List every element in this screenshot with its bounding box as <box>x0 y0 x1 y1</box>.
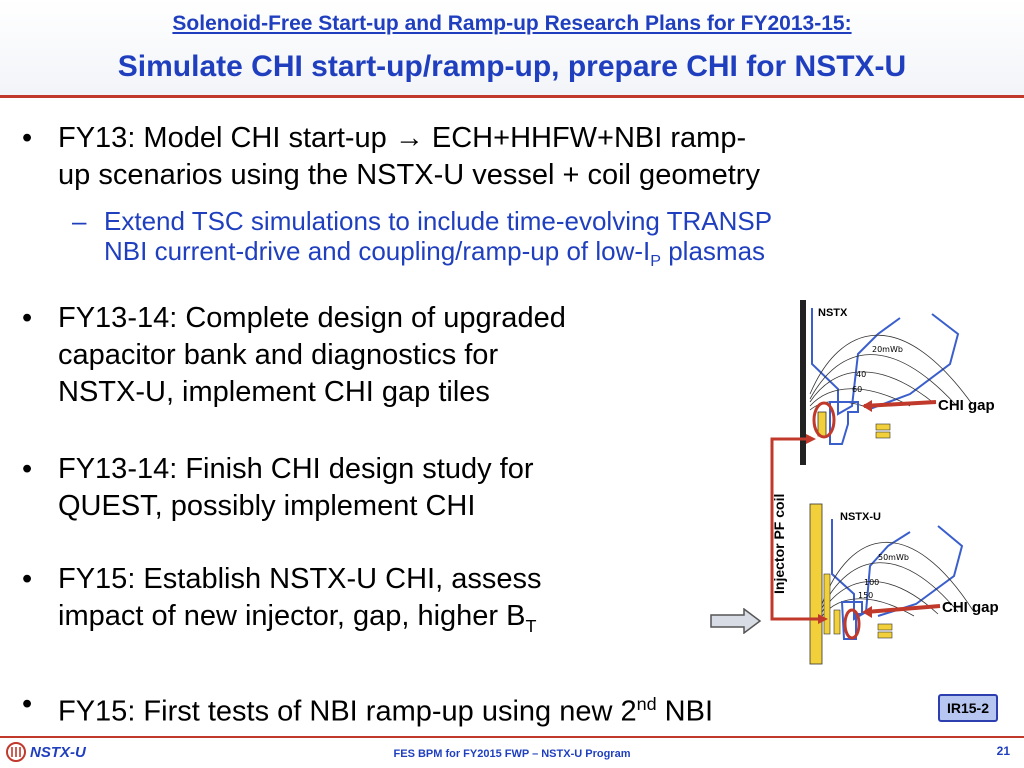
bullet-dot: • <box>22 122 33 154</box>
superscript: nd <box>636 694 657 714</box>
pointer-arrow <box>865 604 941 614</box>
header-divider <box>0 95 1024 98</box>
bullet-text: NBI <box>656 695 714 728</box>
coil <box>833 609 841 635</box>
diagram-label-nstx: NSTX <box>818 307 848 319</box>
subscript: P <box>650 252 661 271</box>
contour-label: 50mWb <box>878 553 909 562</box>
footer-divider <box>0 736 1024 738</box>
bullet-text: up scenarios using the NSTX-U vessel + c… <box>58 159 760 191</box>
bullet-text: FY13-14: Complete design of upgraded <box>58 302 566 334</box>
chi-gap-label: CHI gap <box>942 599 999 616</box>
vessel-outline <box>831 519 911 621</box>
bullet-text: ECH+HHFW+NBI ramp- <box>423 122 747 154</box>
contour-label: 20mWb <box>872 345 903 354</box>
diagram-label-nstxu: NSTX-U <box>840 511 881 523</box>
coil <box>817 411 827 437</box>
pointer-arrowhead <box>806 434 816 444</box>
right-arrow-icon <box>710 608 762 634</box>
slide-title: Simulate CHI start-up/ramp-up, prepare C… <box>117 50 907 83</box>
bullet-text: impact of new injector, gap, higher B <box>58 600 526 632</box>
sub-bullet-text: Extend TSC simulations to include time-e… <box>104 206 773 236</box>
vessel-outline <box>811 308 901 416</box>
pointer-arrowhead <box>818 614 828 624</box>
bullet-dot: • <box>22 453 33 485</box>
coil <box>877 631 893 639</box>
bullet-text: capacitor bank and diagnostics for <box>58 339 499 371</box>
contour-label: 60 <box>852 385 862 394</box>
pointer-arrowhead <box>862 400 872 412</box>
slide-subtitle: Solenoid-Free Start-up and Ramp-up Resea… <box>172 12 852 35</box>
bullet-dot: • <box>22 302 33 334</box>
bullet-text: FY15: Establish NSTX-U CHI, assess <box>58 563 542 595</box>
page-number: 21 <box>996 744 1010 758</box>
contour-label: 100 <box>864 578 879 587</box>
divertor-outline <box>829 401 859 445</box>
chi-gap-label: CHI gap <box>938 397 995 414</box>
vessel-wall <box>800 300 806 465</box>
center-column <box>809 503 823 665</box>
chi-gap-marker <box>843 608 861 640</box>
flux-contours <box>809 334 973 411</box>
pointer-arrowhead <box>862 606 872 618</box>
svg-text:NSTX-U: NSTX-U <box>30 744 87 761</box>
vessel-outline <box>869 313 960 410</box>
contour-label: 40 <box>856 370 866 379</box>
chi-gap-marker <box>812 401 836 439</box>
pointer-arrow <box>863 400 937 408</box>
coil <box>823 573 831 635</box>
ir-badge: IR15-2 <box>938 694 998 722</box>
chi-geometry-diagram: 20mWb 40 60 NSTX CHI gap 50mWb 100 150 N… <box>770 300 999 665</box>
bullet-dot: • <box>22 563 33 595</box>
sub-bullet-dash: – <box>72 206 87 236</box>
contour-label: 150 <box>858 591 873 600</box>
footer-text: FES BPM for FY2015 FWP – NSTX-U Program <box>393 748 631 760</box>
coil <box>875 423 891 431</box>
bullet-text: FY15: First tests of NBI ramp-up using n… <box>58 695 637 728</box>
bullet-text: FY13-14: Finish CHI design study for <box>58 453 534 485</box>
bullet-text: NSTX-U, implement CHI gap tiles <box>58 376 490 408</box>
nstx-u-logo: NSTX-U <box>6 742 87 762</box>
coil <box>875 431 891 439</box>
injector-brace <box>770 437 818 621</box>
coil <box>877 623 893 631</box>
right-arrow-icon: → <box>394 122 424 154</box>
sub-bullet-text: NBI current-drive and coupling/ramp-up o… <box>104 236 651 266</box>
injector-pf-coil-label: Injector PF coil <box>771 494 787 594</box>
bullet-text: QUEST, possibly implement CHI <box>58 490 476 522</box>
subscript: T <box>525 615 537 636</box>
sub-bullet-text: plasmas <box>661 236 766 266</box>
bullet-text: FY13: Model CHI start-up <box>58 122 395 154</box>
bullet-dot: • <box>22 688 33 720</box>
slide-header: Solenoid-Free Start-up and Ramp-up Resea… <box>0 0 1024 96</box>
